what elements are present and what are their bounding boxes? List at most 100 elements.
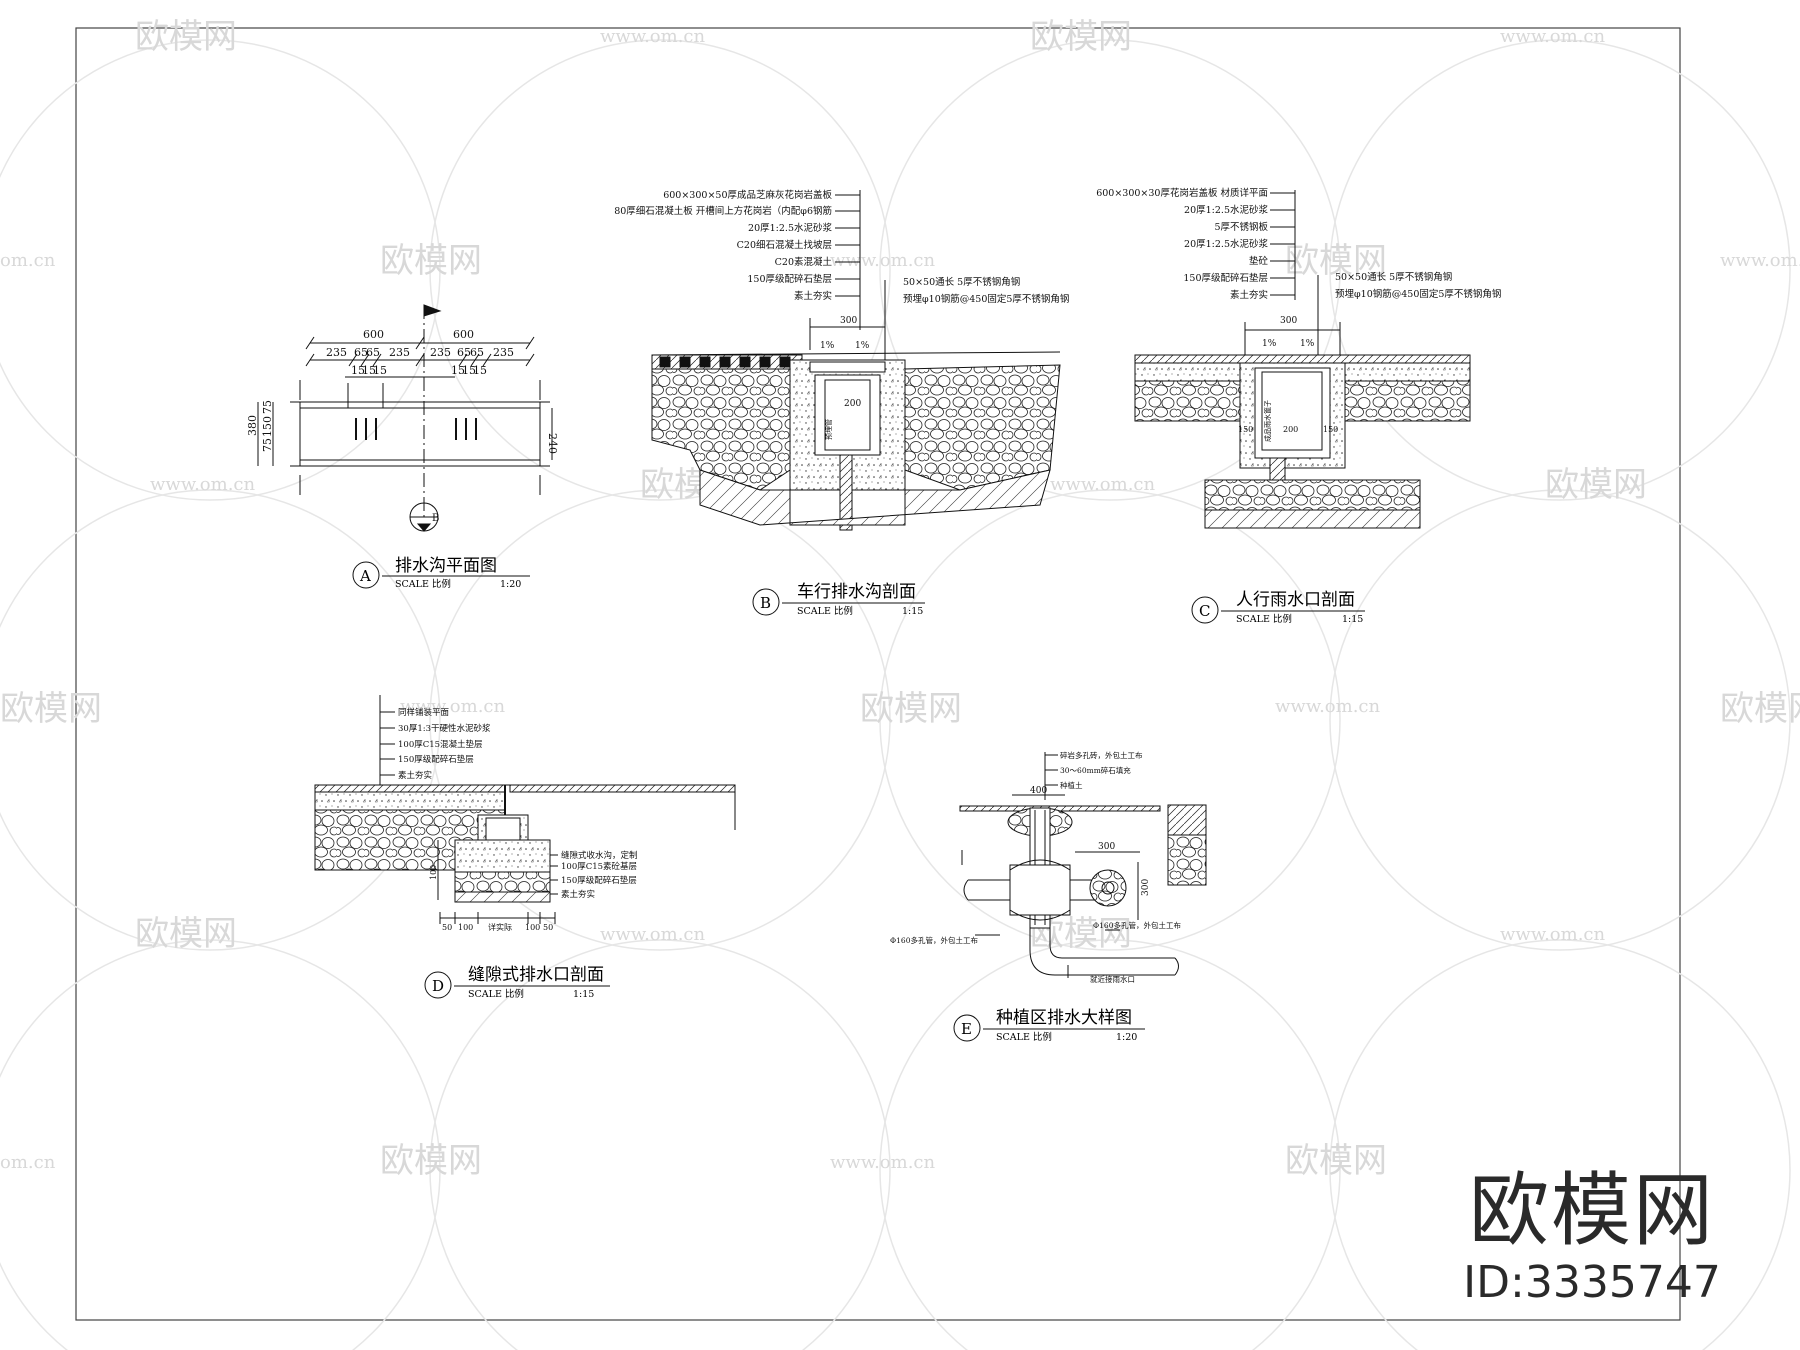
title-b-scale-label: SCALE 比例 bbox=[797, 605, 853, 617]
d-label-top-0: 同样铺装平面 bbox=[398, 707, 450, 718]
svg-text:150: 150 bbox=[1238, 425, 1253, 434]
d-label-right-0: 缝隙式收水沟，定制 bbox=[561, 850, 638, 861]
c-label-6: 素土夯实 bbox=[1230, 289, 1268, 301]
svg-text:1%: 1% bbox=[1262, 339, 1277, 349]
detail-c-section bbox=[1134, 190, 1471, 529]
detail-d-section bbox=[314, 695, 736, 924]
title-a: A 排水沟平面图 SCALE 比例 1:20 bbox=[352, 556, 530, 590]
title-d-letter: D bbox=[432, 977, 444, 995]
wm-site-12: om.cn bbox=[0, 1152, 56, 1173]
detail-a-plan bbox=[257, 304, 553, 532]
b-label-1: 80厚细石混凝土板 开槽间上方花岗岩（内配φ6钢筋 bbox=[614, 205, 832, 217]
b-label-4: C20素混凝土 bbox=[775, 256, 833, 268]
title-c-letter: C bbox=[1199, 602, 1210, 620]
svg-text:300: 300 bbox=[1141, 879, 1151, 896]
wm-site-2: www.om.cn bbox=[1500, 26, 1606, 47]
wm-site-1: www.om.cn bbox=[600, 26, 706, 47]
wm-brand-7: 欧模网 bbox=[0, 689, 102, 729]
svg-text:预埋管: 预埋管 bbox=[824, 419, 833, 440]
detail-a-vdims: 380 75 150 75 240 bbox=[246, 400, 559, 454]
c-label-1: 20厚1:2.5水泥砂浆 bbox=[1184, 204, 1268, 216]
svg-text:235: 235 bbox=[389, 346, 410, 359]
svg-text:详实际: 详实际 bbox=[488, 922, 512, 932]
svg-text:300: 300 bbox=[1098, 842, 1115, 852]
a-dim-600-right: 600 bbox=[453, 328, 474, 341]
d-label-top-2: 100厚C15混凝土垫层 bbox=[398, 739, 483, 750]
svg-text:300: 300 bbox=[1280, 316, 1297, 326]
svg-text:150: 150 bbox=[261, 416, 274, 437]
wm-brand-2: 欧模网 bbox=[1030, 17, 1132, 57]
wm-brand-4: 欧模网 bbox=[1285, 241, 1387, 281]
detail-b-labels: 600×300×50厚成品芝麻灰花岗岩盖板 80厚细石混凝土板 开槽间上方花岗岩… bbox=[614, 189, 832, 302]
title-c-scale-label: SCALE 比例 bbox=[1236, 613, 1292, 625]
wm-brand-1: 欧模网 bbox=[135, 17, 237, 57]
title-b-letter: B bbox=[760, 594, 771, 612]
title-d-text: 缝隙式排水口剖面 bbox=[468, 965, 604, 985]
b-label-0: 600×300×50厚成品芝麻灰花岗岩盖板 bbox=[663, 189, 832, 201]
detail-d-labels: 同样铺装平面 30厚1:3干硬性水泥砂浆 100厚C15混凝土垫层 150厚级配… bbox=[398, 707, 638, 932]
title-c-scale: 1:15 bbox=[1342, 614, 1363, 625]
wm-brand-9: 欧模网 bbox=[1720, 689, 1800, 729]
a-section-tag: B bbox=[432, 513, 439, 524]
title-e-text: 种植区排水大样图 bbox=[996, 1008, 1132, 1028]
svg-text:65: 65 bbox=[470, 346, 484, 359]
svg-text:100: 100 bbox=[458, 923, 473, 932]
b-label-6: 素土夯实 bbox=[794, 290, 832, 302]
detail-c-labels: 600×300×30厚花岗岩盖板 材质详平面 20厚1:2.5水泥砂浆 5厚不锈… bbox=[1096, 187, 1268, 301]
d-label-top-4: 素土夯实 bbox=[398, 770, 432, 781]
e-label-bottom-2: 就近接雨水口 bbox=[1090, 974, 1135, 984]
svg-text:1%: 1% bbox=[820, 341, 835, 351]
svg-text:75: 75 bbox=[261, 400, 274, 414]
wm-brand-10: 欧模网 bbox=[135, 914, 237, 954]
wm-brand-8: 欧模网 bbox=[860, 689, 962, 729]
d-label-right-3: 素土夯实 bbox=[561, 889, 595, 900]
svg-text:380: 380 bbox=[246, 415, 259, 436]
title-d: D 缝隙式排水口剖面 SCALE 比例 1:15 bbox=[424, 965, 610, 1000]
brand-watermark-name: 欧模网 bbox=[1469, 1164, 1715, 1257]
svg-text:300: 300 bbox=[840, 316, 857, 326]
svg-text:15: 15 bbox=[462, 364, 476, 377]
wm-site-7: www.om.cn bbox=[1050, 474, 1156, 495]
d-label-right-1: 100厚C15素砼基层 bbox=[561, 861, 637, 872]
svg-text:15: 15 bbox=[362, 364, 376, 377]
title-d-scale-label: SCALE 比例 bbox=[468, 988, 524, 1000]
svg-text:200: 200 bbox=[844, 399, 861, 409]
title-d-scale: 1:15 bbox=[573, 989, 594, 1000]
svg-text:1%: 1% bbox=[1300, 339, 1315, 349]
svg-text:50: 50 bbox=[543, 923, 553, 932]
svg-text:235: 235 bbox=[493, 346, 514, 359]
svg-text:15: 15 bbox=[473, 364, 487, 377]
svg-text:1%: 1% bbox=[855, 341, 870, 351]
svg-text:15: 15 bbox=[373, 364, 387, 377]
detail-e-labels: 碎岩多孔砖，外包土工布 30～60mm碎石填充 种植土 Φ160多孔管，外包土工… bbox=[890, 750, 1181, 984]
title-a-text: 排水沟平面图 bbox=[395, 556, 497, 576]
sheet-border bbox=[75, 27, 1681, 1321]
svg-text:400: 400 bbox=[1030, 786, 1047, 796]
c-label-right-0: 50×50通长 5厚不锈钢角钢 bbox=[1335, 271, 1452, 283]
title-b-scale: 1:15 bbox=[902, 606, 923, 617]
c-label-3: 20厚1:2.5水泥砂浆 bbox=[1184, 238, 1268, 250]
wm-site-6: www.om.cn bbox=[150, 474, 256, 495]
a-dim-600-left: 600 bbox=[363, 328, 384, 341]
wm-site-9: www.om.cn bbox=[1275, 696, 1381, 717]
title-a-scale: 1:20 bbox=[500, 579, 521, 590]
svg-text:65: 65 bbox=[354, 346, 368, 359]
title-a-letter: A bbox=[359, 567, 371, 585]
svg-text:100: 100 bbox=[525, 923, 540, 932]
brand-watermark-id: ID:3335747 bbox=[1463, 1257, 1721, 1308]
b-label-2: 20厚1:2.5水泥砂浆 bbox=[748, 222, 832, 234]
svg-text:65: 65 bbox=[457, 346, 471, 359]
e-label-bottom-1: Φ160多孔管，外包土工布 bbox=[1093, 920, 1181, 930]
svg-text:15: 15 bbox=[451, 364, 465, 377]
b-label-5: 150厚级配碎石垫层 bbox=[747, 273, 832, 285]
title-c-text: 人行雨水口剖面 bbox=[1236, 590, 1355, 610]
wm-site-10: www.om.cn bbox=[600, 924, 706, 945]
wm-brand-3: 欧模网 bbox=[380, 241, 482, 281]
wm-site-8: www.om.cn bbox=[400, 696, 506, 717]
title-e: E 种植区排水大样图 SCALE 比例 1:20 bbox=[953, 1008, 1145, 1043]
wm-site-3: om.cn bbox=[0, 250, 56, 271]
e-label-top-0: 碎岩多孔砖，外包土工布 bbox=[1060, 750, 1143, 760]
wm-site-5: www.om.cn bbox=[1720, 250, 1800, 271]
wm-brand-13: 欧模网 bbox=[1285, 1141, 1387, 1181]
